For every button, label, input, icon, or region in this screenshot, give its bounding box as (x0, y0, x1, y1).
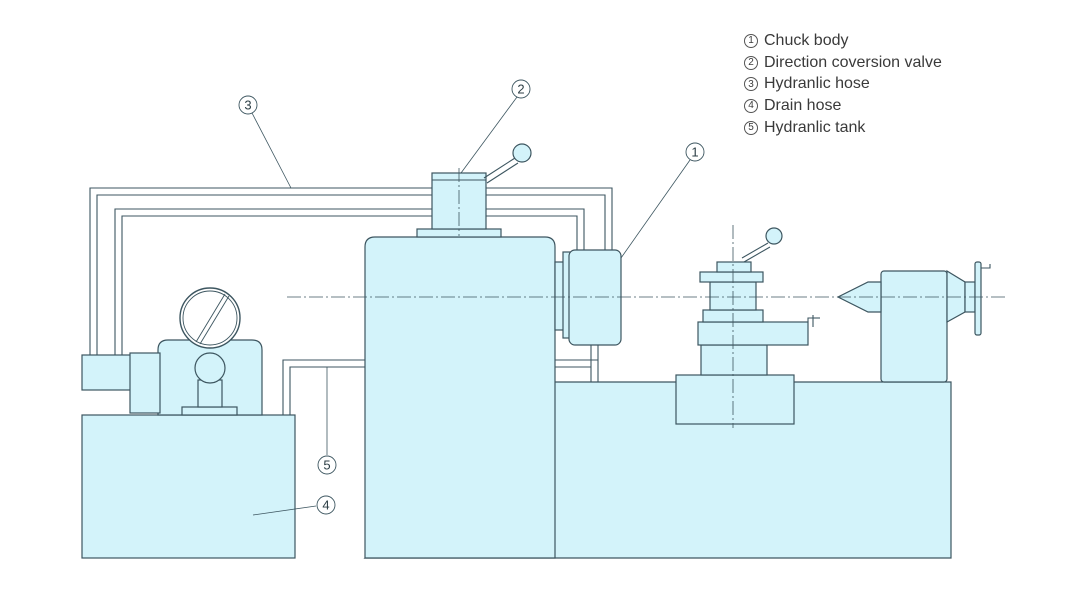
legend-item: 1 Chuck body (744, 30, 942, 52)
tool-post (675, 225, 820, 428)
legend-item: 2 Direction coversion valve (744, 52, 942, 74)
direction-conversion-valve (416, 143, 532, 238)
motor-knob (194, 352, 226, 384)
headstock (364, 236, 556, 559)
callout-1-chuck-body: 1 (685, 142, 705, 162)
legend-item: 4 Drain hose (744, 95, 942, 117)
legend-number: 5 (744, 120, 758, 135)
parts-legend: 1 Chuck body 2 Direction coversion valve… (744, 30, 942, 138)
svg-text:5: 5 (323, 458, 330, 473)
legend-item: 3 Hydranlic hose (744, 73, 942, 95)
hydraulic-tank (81, 414, 296, 559)
callout-5-tank: 5 (317, 455, 337, 475)
legend-label: Direction coversion valve (764, 53, 942, 71)
callout-3-hydraulic-hose: 3 (238, 95, 258, 115)
legend-label: Hydranlic tank (764, 118, 866, 136)
legend-number: 1 (744, 33, 758, 48)
tailstock (836, 261, 991, 383)
hydraulic-hose (89, 187, 613, 358)
pressure-gauge (179, 287, 241, 349)
svg-text:3: 3 (244, 98, 251, 113)
legend-number: 2 (744, 55, 758, 70)
legend-label: Hydranlic hose (764, 75, 870, 93)
svg-text:4: 4 (322, 498, 329, 513)
svg-text:2: 2 (517, 82, 524, 97)
callout-4-drain-hose: 4 (316, 495, 336, 515)
drain-hose (282, 345, 599, 415)
gauge-stem (197, 379, 223, 408)
chuck-body (554, 249, 622, 346)
callout-2-valve: 2 (511, 79, 531, 99)
pump-base-plate (181, 406, 238, 416)
legend-label: Drain hose (764, 96, 842, 114)
svg-text:1: 1 (691, 145, 698, 160)
legend-label: Chuck body (764, 31, 849, 49)
pump-coupling (129, 352, 161, 414)
legend-number: 4 (744, 98, 758, 113)
legend-number: 3 (744, 77, 758, 92)
legend-item: 5 Hydranlic tank (744, 117, 942, 139)
pump-side-block (81, 354, 136, 391)
